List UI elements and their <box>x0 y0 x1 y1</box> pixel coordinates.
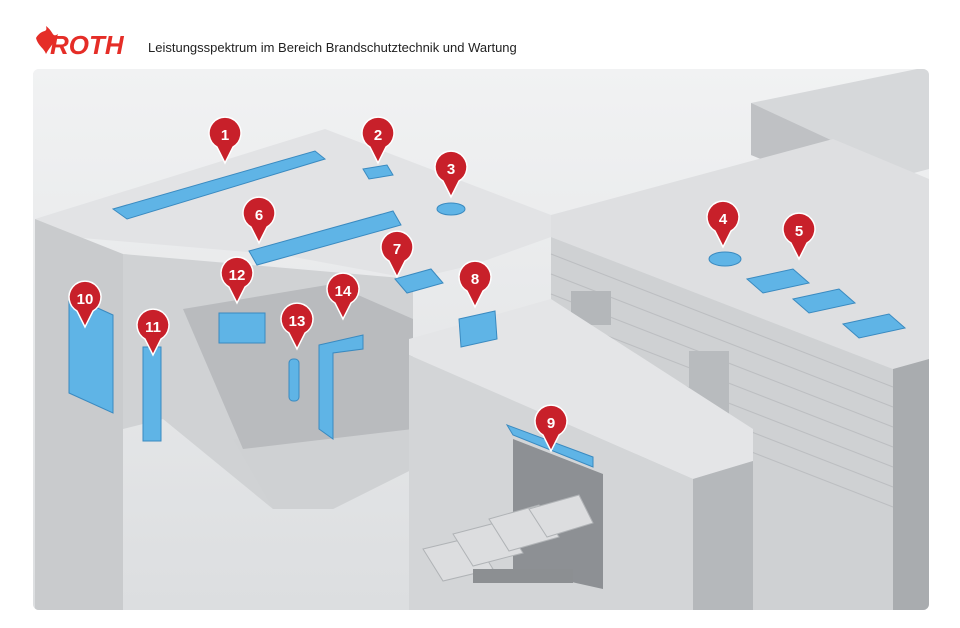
marker-label: 4 <box>719 211 728 228</box>
marker-5[interactable]: 5 <box>782 212 816 261</box>
lower-side-wall <box>693 461 753 610</box>
marker-label: 6 <box>255 207 263 224</box>
page-header: ROTH Leistungsspektrum im Bereich Brands… <box>0 0 960 68</box>
location-pin-icon <box>534 404 568 453</box>
lower-roof <box>409 299 753 479</box>
roof-fan-large <box>708 251 742 267</box>
marker-label: 14 <box>335 283 352 300</box>
location-pin-icon <box>242 196 276 245</box>
roth-logo: ROTH <box>36 26 125 58</box>
equipment-group <box>68 150 907 468</box>
right-block-side-wall <box>893 359 929 610</box>
marker-4[interactable]: 4 <box>706 200 740 249</box>
skylight-row-2 <box>791 288 857 314</box>
roof-hatch <box>362 164 394 180</box>
location-pin-icon <box>280 302 314 351</box>
location-pin-icon <box>380 230 414 279</box>
marker-10[interactable]: 10 <box>68 280 102 329</box>
location-pin-icon <box>706 200 740 249</box>
flame-icon <box>36 26 58 54</box>
marker-12[interactable]: 12 <box>220 256 254 305</box>
smoke-vent-strip <box>111 150 327 220</box>
marker-label: 11 <box>145 319 161 336</box>
ventilation-duct <box>248 210 402 266</box>
skylight-row-3 <box>841 313 907 339</box>
marker-3[interactable]: 3 <box>434 150 468 199</box>
marker-1[interactable]: 1 <box>208 116 242 165</box>
ac-unit <box>458 310 498 348</box>
marker-14[interactable]: 14 <box>326 272 360 321</box>
fire-door <box>142 346 162 442</box>
left-wall <box>35 219 123 610</box>
location-pin-icon <box>361 116 395 165</box>
sectional-door <box>68 294 114 414</box>
marker-6[interactable]: 6 <box>242 196 276 245</box>
brand-wordmark: ROTH <box>50 30 125 58</box>
marker-label: 8 <box>471 271 479 288</box>
location-pin-icon <box>434 150 468 199</box>
roof-vent-7 <box>394 268 444 294</box>
marker-label: 3 <box>447 161 455 178</box>
marker-label: 13 <box>289 313 306 330</box>
location-pin-icon <box>68 280 102 329</box>
roof-fan <box>436 202 466 216</box>
cargo-boxes <box>422 494 594 582</box>
marker-label: 5 <box>795 223 803 240</box>
right-block-roof <box>551 139 929 369</box>
location-pin-icon <box>458 260 492 309</box>
marker-label: 9 <box>547 415 555 432</box>
location-pin-icon <box>326 272 360 321</box>
marker-label: 10 <box>77 291 94 308</box>
skylight-row <box>745 268 811 294</box>
fire-extinguisher <box>288 358 300 402</box>
marker-label: 7 <box>393 241 401 258</box>
location-pin-icon <box>220 256 254 305</box>
marker-label: 1 <box>221 127 229 144</box>
marker-8[interactable]: 8 <box>458 260 492 309</box>
marker-label: 12 <box>229 267 246 284</box>
location-pin-icon <box>782 212 816 261</box>
fire-panel <box>218 312 266 344</box>
marker-11[interactable]: 11 <box>136 308 170 357</box>
marker-2[interactable]: 2 <box>361 116 395 165</box>
location-pin-icon <box>136 308 170 357</box>
page-subtitle: Leistungsspektrum im Bereich Brandschutz… <box>148 40 517 55</box>
main-roof <box>35 129 551 279</box>
courtyard-door <box>318 334 364 440</box>
marker-7[interactable]: 7 <box>380 230 414 279</box>
marker-13[interactable]: 13 <box>280 302 314 351</box>
location-pin-icon <box>208 116 242 165</box>
marker-label: 2 <box>374 127 382 144</box>
marker-9[interactable]: 9 <box>534 404 568 453</box>
dock-conveyor <box>473 569 573 583</box>
